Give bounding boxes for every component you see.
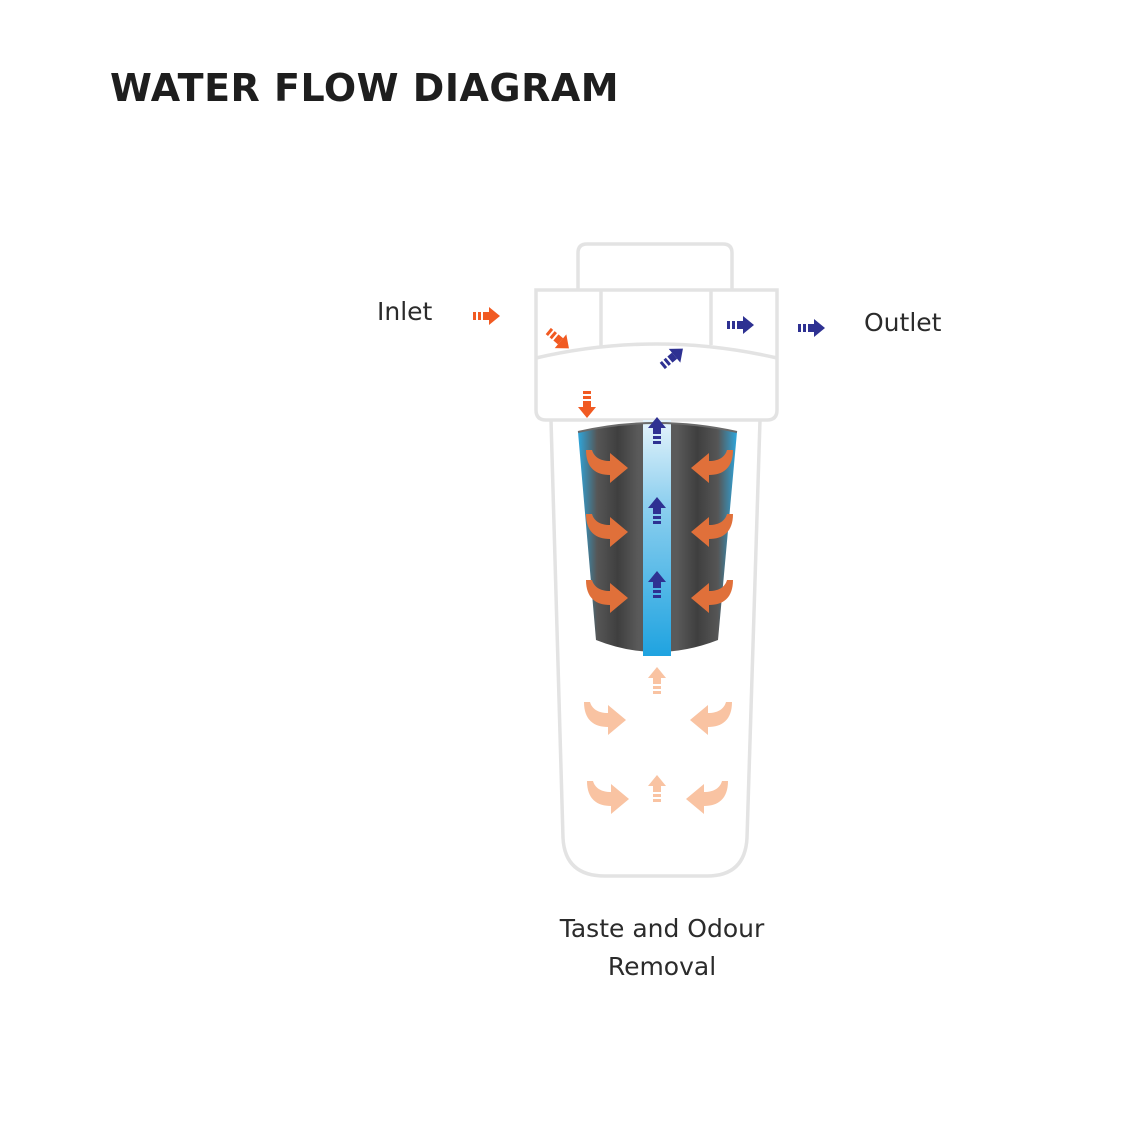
filter-caption: Taste and Odour Removal: [512, 910, 812, 986]
housing-bowl: [549, 419, 762, 878]
bowl-flow-arrow-icon: [587, 781, 629, 814]
bowl-flow-arrow-icon: [686, 781, 728, 814]
head-outlet-arrow-icon: [727, 316, 754, 334]
housing-cap: [576, 242, 734, 290]
bowl-up-arrow-icon: [648, 775, 666, 802]
inlet-arrow-icon: [473, 307, 500, 325]
cartridge-center-core: [643, 420, 671, 656]
down-flow-arrow-icon: [578, 391, 596, 418]
filter-housing: [534, 242, 779, 878]
housing-head: [534, 288, 779, 422]
inlet-label: Inlet: [377, 297, 433, 326]
outlet-label: Outlet: [864, 308, 942, 337]
bowl-up-arrow-icon: [648, 667, 666, 694]
bowl-flow-arrow-icon: [584, 702, 626, 735]
outlet-arrow-icon: [798, 319, 825, 337]
caption-line-2: Removal: [607, 952, 717, 981]
caption-line-1: Taste and Odour: [559, 914, 765, 943]
bowl-flow-arrow-icon: [690, 702, 732, 735]
diagram-title: WATER FLOW DIAGRAM: [110, 66, 620, 110]
